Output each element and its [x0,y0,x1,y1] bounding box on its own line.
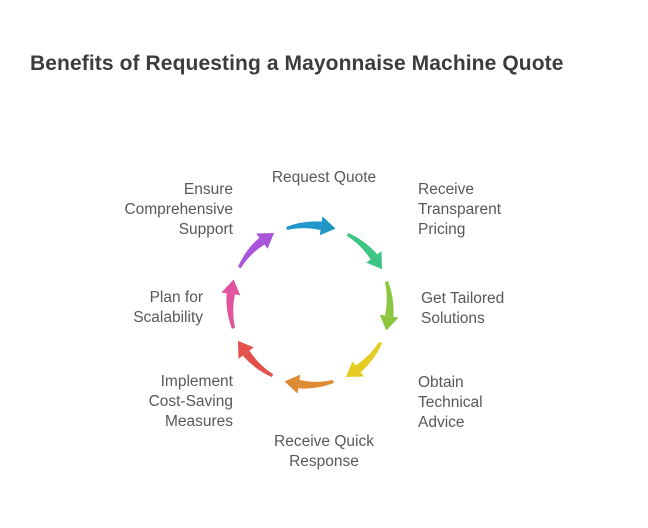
cycle-step-label-6: Implement Cost-Saving Measures [148,373,233,430]
arrow-head [284,374,301,394]
cycle-step-label-7: Plan for Scalability [133,289,203,326]
arrow-shaft [286,221,322,231]
cycle-arrow-6 [237,340,274,378]
arrow-head [379,314,399,331]
cycle-step-label-3: Get Tailored Solutions [421,290,505,327]
cycle-arrow-4 [345,341,383,378]
arrow-shaft [242,350,274,378]
cycle-arrow-2 [346,232,383,270]
cycle-step-label-5: Receive Quick Response [274,433,374,470]
arrow-shaft [226,293,236,329]
cycle-step-label-2: Receive Transparent Pricing [418,181,501,238]
arrow-shaft [298,379,334,389]
arrow-shaft [355,341,383,373]
arrow-shaft [237,237,265,269]
arrow-head [221,279,241,296]
cycle-step-label-1: Request Quote [271,169,377,186]
cycle-arrow-8 [237,232,275,269]
arrow-head [237,340,254,359]
cycle-step-label-4: Obtain Technical Advice [418,374,483,431]
arrow-head [345,361,364,378]
arrow-head [319,216,336,236]
arrow-head [366,251,383,270]
cycle-arrow-7 [221,279,241,329]
arrow-shaft [384,281,394,317]
page-title: Benefits of Requesting a Mayonnaise Mach… [30,52,564,75]
cycle-arrow-3 [379,281,399,331]
arrow-shaft [346,232,378,260]
arrow-head [256,232,275,249]
cycle-step-label-8: Ensure Comprehensive Support [124,181,233,238]
cycle-arrow-1 [286,216,336,236]
cycle-arrow-5 [284,374,334,394]
